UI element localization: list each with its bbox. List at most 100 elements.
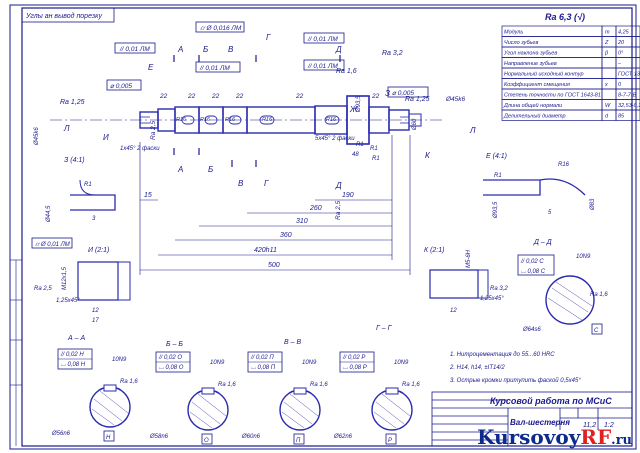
svg-text:R16: R16 <box>225 117 236 123</box>
param-name: Угол наклона зубьев <box>503 51 557 57</box>
dimension-lines <box>139 135 411 275</box>
svg-text:// 0,01 ЛМ: // 0,01 ЛМ <box>307 63 338 70</box>
dia-right: Ø45k6 <box>445 96 466 103</box>
section-label: Г – Г <box>376 325 393 332</box>
svg-text:22: 22 <box>235 93 244 100</box>
dia-gear: Ø93,5 <box>356 95 362 113</box>
inner-frame <box>21 7 633 447</box>
svg-text:С: С <box>594 328 599 334</box>
svg-text:R1: R1 <box>370 146 378 152</box>
section-label: Б – Б <box>166 341 183 348</box>
svg-text:1,25х45°: 1,25х45° <box>480 296 504 302</box>
svg-text:22: 22 <box>187 93 196 100</box>
title-course: Курсовой работа по МСиС <box>490 396 612 406</box>
svg-text:1,25х45°: 1,25х45° <box>56 298 80 304</box>
svg-text:Е (4:1): Е (4:1) <box>486 153 507 160</box>
svg-text:Н: Н <box>106 435 111 441</box>
svg-text:R1: R1 <box>494 173 502 179</box>
svg-text:17: 17 <box>92 318 99 324</box>
tolerance-frames <box>106 21 429 98</box>
svg-text:О: О <box>204 438 209 444</box>
svg-text:22: 22 <box>211 93 220 100</box>
svg-text:22: 22 <box>159 93 168 100</box>
roughness-2: Ra 3,2 <box>382 50 403 57</box>
svg-text:К (2:1): К (2:1) <box>424 247 444 254</box>
dim-310: 310 <box>296 218 308 225</box>
svg-text:3: 3 <box>92 216 96 222</box>
param-value: 85 <box>618 114 625 120</box>
svg-text:Ø64s6: Ø64s6 <box>522 327 541 333</box>
param-name: Степень точности по ГОСТ 1643-81 <box>504 93 601 99</box>
section-label: В – В <box>284 339 301 346</box>
watermark-logo: KursovoyRF.ru <box>477 425 632 449</box>
svg-text:П: П <box>296 438 301 444</box>
svg-text:З (4:1): З (4:1) <box>64 157 85 164</box>
svg-text:Е: Е <box>148 63 154 72</box>
svg-text:Д: Д <box>335 181 342 190</box>
section-keyway: 10N9 <box>394 360 409 366</box>
svg-text:R16: R16 <box>200 117 211 123</box>
svg-text:Ø93,5: Ø93,5 <box>493 201 499 219</box>
section-diameter: Ø62n6 <box>333 434 353 440</box>
svg-text:R1: R1 <box>372 156 380 162</box>
dia-left: Ø45k6 <box>34 127 40 146</box>
svg-text:11,2: 11,2 <box>583 422 596 429</box>
param-symbol: β <box>604 51 609 57</box>
svg-text:R16: R16 <box>326 117 337 123</box>
svg-text:2. H14, h14, ±IT14/2: 2. H14, h14, ±IT14/2 <box>449 365 505 371</box>
svg-text:// 0,01 ЛМ: // 0,01 ЛМ <box>119 46 150 53</box>
detail-z: З (4:1) R1 Ø44,5 3 <box>46 157 116 223</box>
section-keyway: 10N9 <box>302 360 317 366</box>
dim-15: 15 <box>144 192 152 199</box>
detail-i: И (2:1) ⌭ Ø 0,01 ЛМ M12х1,5 Ra 2,5 1,25х… <box>31 237 131 324</box>
param-value: 4,25 <box>618 30 630 36</box>
svg-text:R1: R1 <box>356 142 364 148</box>
svg-text:Б: Б <box>208 165 213 174</box>
svg-text:48: 48 <box>352 152 359 158</box>
param-name: Делительный диаметр <box>503 113 566 120</box>
svg-text:А: А <box>177 165 183 174</box>
param-value: 8-7-7-В <box>618 93 637 99</box>
param-symbol: d <box>605 114 609 120</box>
section-diameter: Ø56n6 <box>51 431 71 437</box>
dim-190: 190 <box>342 192 354 199</box>
svg-text:// 0,02 Р: // 0,02 Р <box>342 355 365 361</box>
dim-total: 500 <box>268 262 280 269</box>
svg-text:⌀ 0,005: ⌀ 0,005 <box>110 83 132 90</box>
svg-text:И: И <box>103 133 109 142</box>
section-circle <box>89 386 131 428</box>
param-symbol: m <box>605 30 610 36</box>
svg-text:Ra 1,6: Ra 1,6 <box>120 379 138 385</box>
svg-text:Л: Л <box>469 126 476 135</box>
shaft-main-view <box>50 95 445 145</box>
detail-e: Е (4:1) R1 R16 Ø93,5 Ø83 5 <box>483 153 596 219</box>
svg-text:Г: Г <box>266 33 271 42</box>
svg-text:⌴ 0,08 Н: ⌴ 0,08 Н <box>61 362 86 368</box>
svg-text:22: 22 <box>295 93 304 100</box>
svg-text:10N9: 10N9 <box>576 254 591 260</box>
dim-260: 260 <box>309 205 322 212</box>
svg-text:⌴ 0,08 О: ⌴ 0,08 О <box>159 365 184 371</box>
svg-text:// 0,02 О: // 0,02 О <box>158 355 182 361</box>
roughness-1: Ra 1,25 <box>60 99 85 106</box>
svg-text:⌴ 0,08 Р: ⌴ 0,08 Р <box>343 365 367 371</box>
svg-text:⌴ 0,08 П: ⌴ 0,08 П <box>251 365 276 371</box>
svg-text:Ra 1,6: Ra 1,6 <box>402 382 420 388</box>
section-circle <box>279 389 321 431</box>
param-value: ГОСТ 13755-81 <box>618 72 640 78</box>
svg-text:R16: R16 <box>176 117 187 123</box>
section-circle <box>371 389 413 431</box>
param-name: Коэффициент смещения <box>504 82 570 88</box>
param-name: Число зубьев <box>504 40 538 46</box>
section-d: Д – Д // 0,02 С ⌴ 0,08 С 10N9 Ra 1,6 Ø64… <box>517 239 608 335</box>
title-part: Вал-шестерня <box>510 418 570 427</box>
svg-text:// 0,01 ЛМ: // 0,01 ЛМ <box>199 65 230 72</box>
svg-text:⌭ Ø 0,016 ЛМ: ⌭ Ø 0,016 ЛМ <box>200 25 242 32</box>
roughness-3: Ra 1,6 <box>336 68 357 75</box>
detail-k: К (2:1) M5-6H Ra 3,2 1,25х45° 12 <box>424 247 508 314</box>
param-value: 0 <box>618 82 622 88</box>
svg-text:1. Нитроцементация до 55...60: 1. Нитроцементация до 55...60 HRC <box>450 352 555 358</box>
